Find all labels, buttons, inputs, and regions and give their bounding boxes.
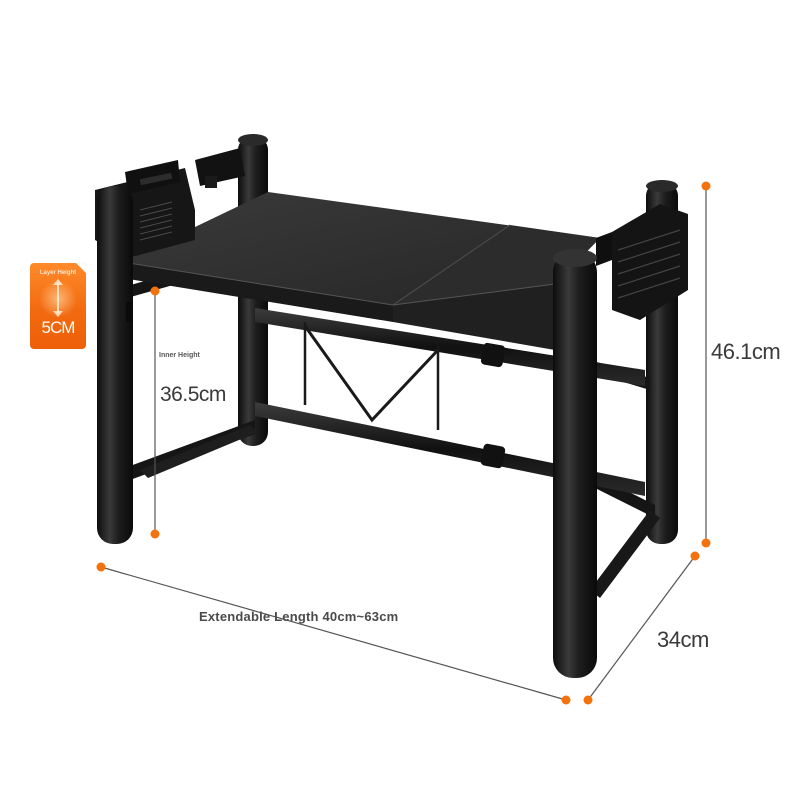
front-left-post (97, 186, 133, 544)
inner-height-bottom-dot (150, 529, 160, 539)
layer-height-badge: Layer Height 5CM (30, 263, 86, 349)
depth-label: 34cm (657, 627, 709, 652)
length-dimension-line (100, 566, 567, 701)
depth-dimension-line (587, 555, 696, 701)
badge-caption: Layer Height (39, 270, 77, 276)
length-end-dot (561, 695, 571, 705)
dimension-lines (100, 186, 707, 701)
double-arrow-icon (53, 279, 63, 317)
inner-height-top-dot (150, 286, 160, 296)
dimension-dots (96, 181, 711, 705)
badge-corner-notch (76, 263, 86, 273)
cross-brace (303, 322, 440, 430)
inner-height-caption: Inner Height (159, 352, 200, 359)
inner-height-label: 36.5cm (160, 383, 226, 406)
length-start-dot (96, 562, 106, 572)
shelf-top (121, 192, 600, 350)
height-bottom-dot (701, 538, 711, 548)
extendable-rail-upper (255, 308, 645, 386)
extendable-length-label: Extendable Length 40cm~63cm (199, 609, 399, 624)
front-right-post (553, 249, 597, 678)
height-top-dot (701, 181, 711, 191)
right-holder-basket (596, 204, 688, 320)
height-label: 46.1cm (711, 339, 781, 364)
depth-start-dot (690, 551, 700, 561)
badge-value: 5CM (41, 318, 76, 337)
extendable-rail-lower (255, 402, 645, 496)
depth-end-dot (583, 695, 593, 705)
